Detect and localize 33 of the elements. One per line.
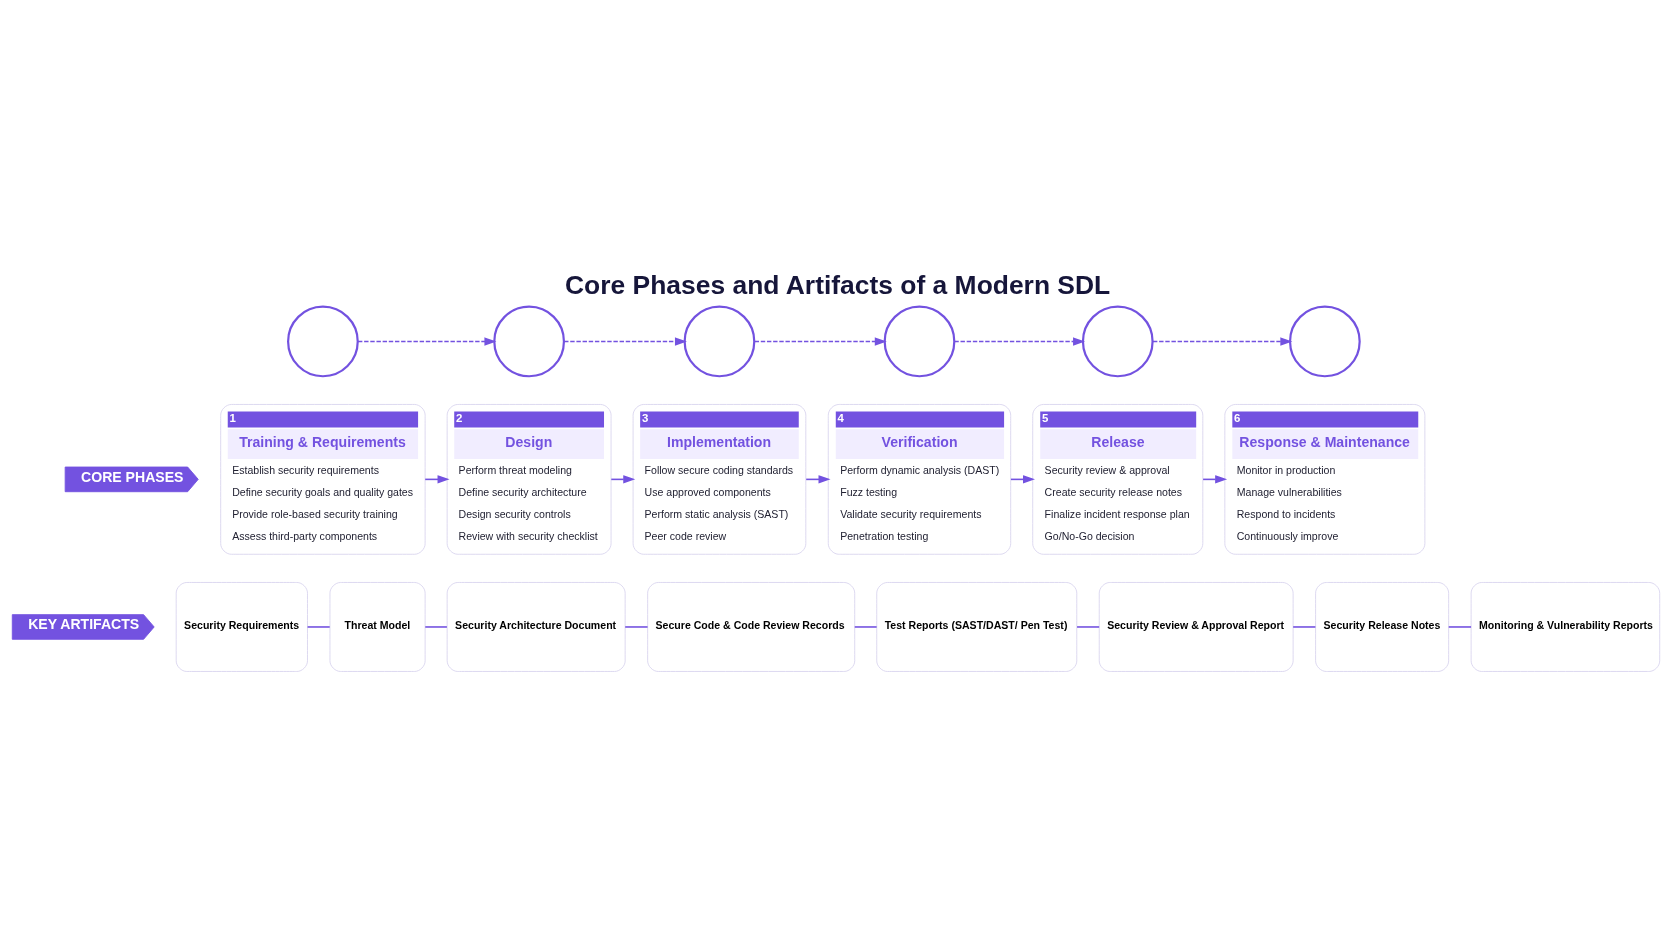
node-circle — [493, 305, 566, 377]
node-box: Monitoring & Vulnerability Reports — [1470, 581, 1661, 672]
connector — [424, 625, 448, 628]
arrow — [357, 336, 497, 346]
node-box: 3 Implementation Follow secure coding standards Use approved components Perform static analysis (SAST) Peer code review — [632, 403, 807, 555]
arrow — [1152, 336, 1293, 346]
node-box: Test Reports (SAST/DAST/ Pen Test) — [876, 581, 1078, 672]
arrow — [953, 336, 1086, 346]
arrow — [563, 336, 687, 346]
connector — [1076, 625, 1100, 628]
node-box: 1 Training & Requirements Establish security requirements Define security goals and quality gates Provide role-based security training Assess third-party components — [220, 403, 426, 555]
node-box: Security Architecture Document — [446, 581, 626, 672]
connector — [624, 625, 649, 628]
connector — [1447, 625, 1472, 628]
node-circle — [683, 305, 756, 377]
connector — [1292, 625, 1317, 628]
node-box: 6 Response & Maintenance Monitor in production Manage vulnerabilities Respond to incidents Continuously improve — [1224, 403, 1426, 555]
node-box: 2 Design Perform threat modeling Define security architecture Design security controls Review with security checklist — [446, 403, 612, 555]
node-circle — [883, 305, 956, 377]
node-box: Security Release Notes — [1315, 581, 1450, 672]
node-circle — [1288, 305, 1361, 377]
node-box: Secure Code & Code Review Records — [647, 581, 856, 672]
node-box: 4 Verification Perform dynamic analysis (DAST) Fuzz testing Validate security requirements Penetration testing — [827, 403, 1012, 555]
node-box: 5 Release Security review & approval Create security release notes Finalize incident response plan Go/No-Go decision — [1032, 403, 1204, 555]
connector — [853, 625, 878, 628]
node-circle — [1081, 305, 1154, 377]
node-circle — [287, 305, 359, 377]
diagram-title: Core Phases and Artifacts of a Modern SDL — [565, 269, 1111, 300]
arrow — [753, 336, 887, 346]
node-box: Security Review & Approval Report — [1098, 581, 1294, 672]
node-box: Security Requirements — [175, 581, 308, 672]
connector — [306, 625, 331, 628]
node-box: Threat Model — [329, 581, 426, 672]
